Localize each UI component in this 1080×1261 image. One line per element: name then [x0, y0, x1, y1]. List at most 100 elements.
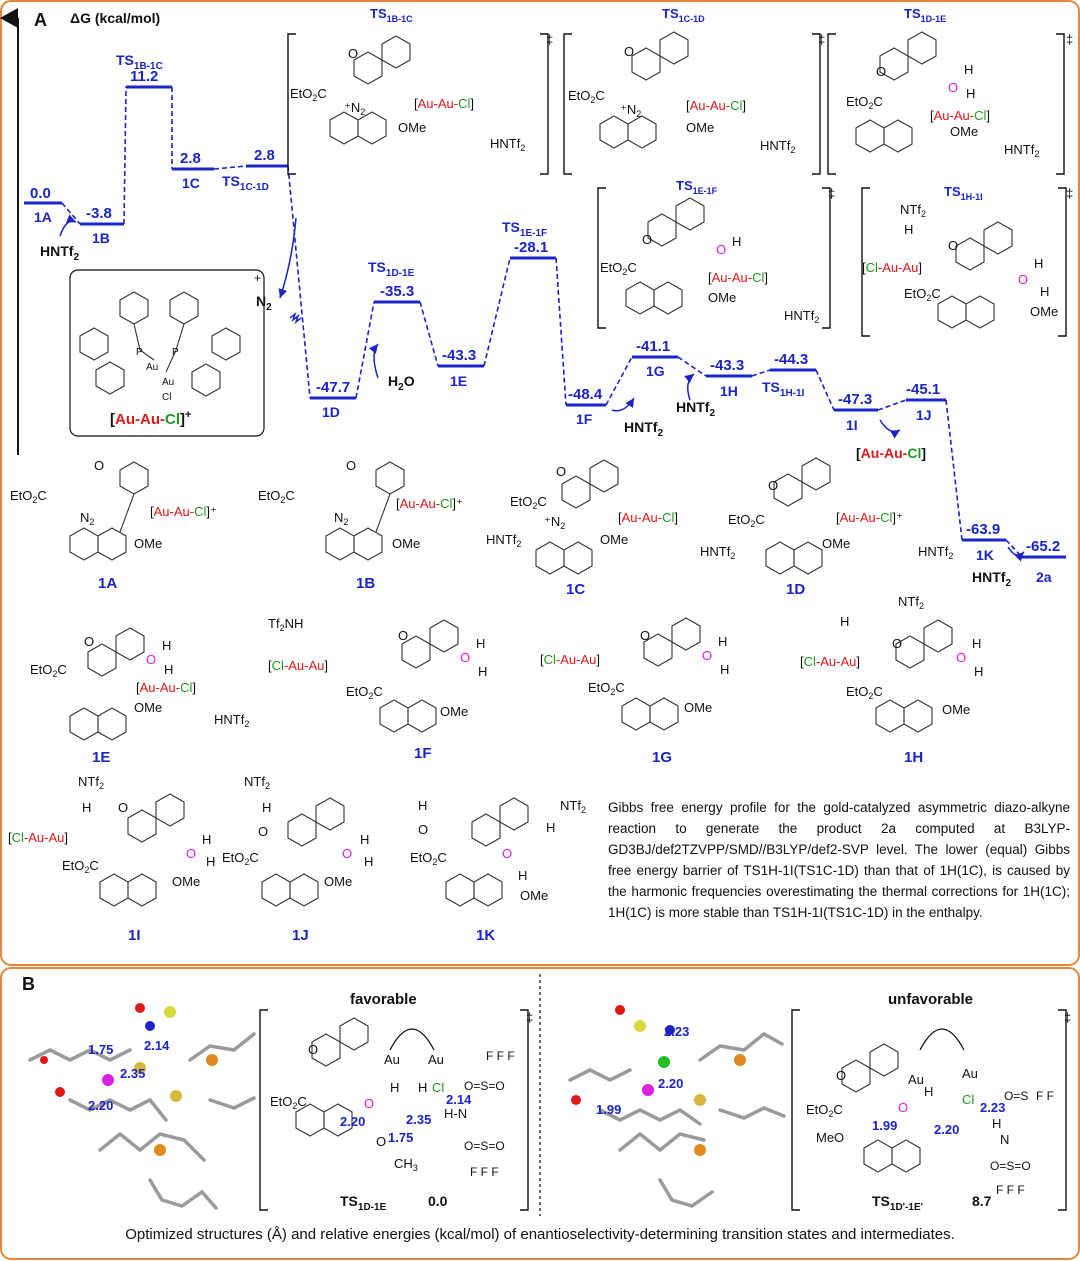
svg-text:H: H	[904, 222, 913, 237]
svg-text:2.20: 2.20	[658, 1076, 683, 1091]
energy-labels: 0.0 -3.8 11.2 2.8 2.8 -47.7 -35.3 -43.3 …	[30, 68, 1060, 555]
reagent-labels: HNTf2 N2 H2O HNTf2 HNTf2 HNTf2 [Au-Au-Cl…	[40, 243, 1011, 589]
svg-text:O: O	[898, 1100, 908, 1115]
svg-text:2.23: 2.23	[980, 1100, 1005, 1115]
svg-text:OMe: OMe	[942, 702, 970, 717]
svg-text:MeO: MeO	[816, 1130, 844, 1145]
svg-text:O: O	[948, 80, 958, 95]
svg-text:O=S=O: O=S=O	[990, 1159, 1031, 1173]
svg-text:N2: N2	[80, 510, 94, 527]
reagent-hntf2-1: HNTf2	[40, 243, 79, 263]
svg-text:EtO2C: EtO2C	[568, 88, 605, 105]
svg-text:1.75: 1.75	[88, 1042, 113, 1057]
panel-b-label: B	[22, 974, 35, 994]
energy-TS1H-1I: -44.3	[774, 351, 808, 368]
svg-text:O: O	[956, 650, 966, 665]
state-1F: 1F	[576, 411, 593, 427]
state-1H: 1H	[720, 383, 738, 399]
svg-text:OMe: OMe	[520, 888, 548, 903]
label-1A: 1A	[98, 575, 117, 592]
svg-text:Cl: Cl	[432, 1080, 444, 1095]
svg-text:H: H	[162, 638, 171, 653]
svg-text:EtO2C: EtO2C	[30, 662, 67, 679]
energy-1J: -45.1	[906, 381, 940, 398]
svg-text:⁺N2: ⁺N2	[344, 100, 365, 117]
state-1J: 1J	[916, 407, 932, 423]
svg-text:HNTf2: HNTf2	[760, 138, 795, 155]
svg-text:O: O	[84, 634, 94, 649]
svg-text:Au: Au	[384, 1052, 400, 1067]
svg-text:O: O	[308, 1042, 318, 1057]
svg-text:NTf2: NTf2	[560, 798, 586, 815]
svg-text:EtO2C: EtO2C	[600, 260, 637, 277]
svg-text:O: O	[624, 44, 634, 59]
svg-text:H: H	[718, 634, 727, 649]
svg-text:[Au-Au-Cl]⁺: [Au-Au-Cl]⁺	[396, 496, 463, 511]
svg-text:O: O	[876, 64, 886, 79]
svg-text:H: H	[476, 636, 485, 651]
catalyst-formula: [Au-Au-Cl]+	[110, 409, 191, 428]
svg-text:HNTf2: HNTf2	[490, 136, 525, 153]
svg-text:2.20: 2.20	[340, 1114, 365, 1129]
svg-text:HNTf2: HNTf2	[1004, 142, 1039, 159]
panel-b-frame	[0, 967, 1080, 1260]
svg-text:H: H	[518, 868, 527, 883]
energy-1I: -47.3	[838, 391, 872, 408]
svg-text:2.35: 2.35	[406, 1112, 431, 1127]
svg-text:‡: ‡	[818, 32, 825, 47]
svg-text:[Au-Au-Cl]: [Au-Au-Cl]	[708, 270, 768, 285]
svg-text:OMe: OMe	[324, 874, 352, 889]
svg-text:TS1C-1D: TS1C-1D	[662, 6, 705, 24]
svg-text:H: H	[732, 234, 741, 249]
energy-1B: -3.8	[86, 205, 112, 222]
state-1C: 1C	[182, 175, 200, 191]
state-1A: 1A	[34, 209, 52, 225]
svg-text:EtO2C: EtO2C	[346, 684, 383, 701]
energy-1C: 2.8	[180, 150, 201, 167]
svg-text:Tf2NH: Tf2NH	[268, 616, 303, 633]
caption-b: Optimized structures (Å) and relative en…	[125, 1226, 955, 1243]
reagent-hntf2-4: HNTf2	[972, 569, 1011, 589]
svg-text:OMe: OMe	[1030, 304, 1058, 319]
svg-text:Au: Au	[428, 1052, 444, 1067]
axis-label: ΔG (kcal/mol)	[70, 10, 160, 26]
svg-text:H: H	[1034, 256, 1043, 271]
svg-text:HNTf2: HNTf2	[918, 544, 953, 561]
svg-text:H: H	[206, 854, 215, 869]
ts-structure-titles: TS1B-1C TS1C-1D TS1D-1E TS1E-1F TS1H-1I	[370, 6, 983, 202]
svg-text:0.0: 0.0	[428, 1193, 448, 1209]
label-1B: 1B	[356, 575, 375, 592]
svg-text:[Au-Au-Cl]: [Au-Au-Cl]	[930, 108, 990, 123]
svg-text:H: H	[262, 800, 271, 815]
svg-text:2.23: 2.23	[664, 1024, 689, 1039]
energy-2a: -65.2	[1026, 538, 1060, 555]
state-1G: 1G	[646, 363, 665, 379]
favorable-ts: ‡ favorable O EtO2C Au Au H H Cl O O CH3…	[259, 991, 533, 1213]
svg-text:O: O	[186, 846, 196, 861]
svg-text:O: O	[702, 648, 712, 663]
label-1I: 1I	[128, 927, 141, 944]
energy-TS1D-1E: -35.3	[380, 283, 414, 300]
unfavorable-3d-distances: 2.23 2.20 1.99	[596, 1024, 689, 1117]
svg-text:O: O	[146, 652, 156, 667]
reagent-hntf2-2: HNTf2	[624, 419, 663, 439]
svg-text:EtO2C: EtO2C	[62, 858, 99, 875]
svg-text:EtO2C: EtO2C	[806, 1102, 843, 1119]
svg-text:O: O	[258, 824, 268, 839]
svg-text:EtO2C: EtO2C	[846, 684, 883, 701]
svg-text:2.20: 2.20	[934, 1122, 959, 1137]
svg-text:EtO2C: EtO2C	[10, 488, 47, 505]
label-1K: 1K	[476, 927, 495, 944]
energy-profile	[24, 85, 1066, 562]
svg-text:[Cl-Au-Au]: [Cl-Au-Au]	[800, 654, 860, 669]
svg-text:2.35: 2.35	[120, 1066, 145, 1081]
svg-text:H: H	[972, 636, 981, 651]
svg-text:N: N	[1000, 1132, 1009, 1147]
svg-text:F F: F F	[1036, 1089, 1054, 1103]
svg-text:OMe: OMe	[172, 874, 200, 889]
label-1F: 1F	[414, 745, 432, 762]
svg-text:H: H	[360, 832, 369, 847]
svg-text:2.20: 2.20	[88, 1098, 113, 1113]
svg-text:HNTf2: HNTf2	[784, 308, 819, 325]
